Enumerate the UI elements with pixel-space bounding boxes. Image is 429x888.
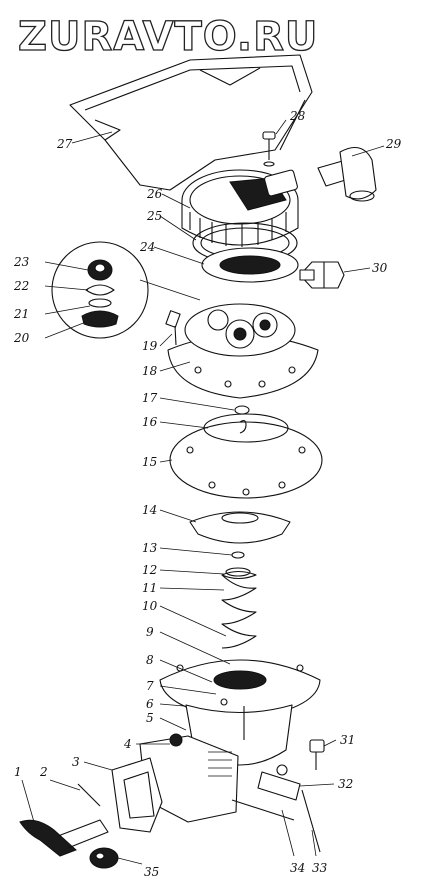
callout-30: 30 xyxy=(372,261,388,275)
callout-26: 26 xyxy=(146,187,163,201)
part-30-fitting xyxy=(299,261,345,289)
part-24-screen xyxy=(201,247,299,283)
leader-lines xyxy=(21,119,385,865)
callout-23: 23 xyxy=(13,255,30,269)
callout-35: 35 xyxy=(144,865,159,879)
callout-8: 8 xyxy=(146,653,154,667)
part-19-bolt xyxy=(165,310,181,346)
callout-31: 31 xyxy=(340,733,355,747)
part-35-bushing xyxy=(89,847,119,869)
callout-34: 34 xyxy=(290,861,305,875)
callout-19: 19 xyxy=(142,339,158,353)
callout-14: 14 xyxy=(142,503,157,517)
callout-28: 28 xyxy=(289,109,306,123)
part-13-washer xyxy=(231,551,245,559)
callout-33: 33 xyxy=(312,861,328,875)
part-15-16-diaphragm xyxy=(169,413,323,499)
callout-12: 12 xyxy=(142,563,157,577)
callout-21: 21 xyxy=(13,307,29,321)
callout-6: 6 xyxy=(146,697,154,711)
callout-1: 1 xyxy=(14,765,22,779)
callout-18: 18 xyxy=(142,364,158,378)
callout-labels: 27 28 29 26 25 24 30 23 22 21 20 19 18 1… xyxy=(13,109,402,879)
part-27-cover xyxy=(69,54,313,191)
callout-16: 16 xyxy=(142,415,158,429)
part-1-2-hand-lever xyxy=(19,783,109,857)
callout-11: 11 xyxy=(142,581,157,595)
callout-4: 4 xyxy=(123,737,132,751)
part-17-ring xyxy=(234,405,250,415)
part-29-angle-fitting xyxy=(317,146,377,202)
watermark: ZURAVTO.RU xyxy=(18,14,318,60)
part-28-screw xyxy=(262,131,276,167)
callout-13: 13 xyxy=(142,541,158,555)
callout-24: 24 xyxy=(139,240,155,254)
part-10-12-spring xyxy=(221,567,257,649)
part-31-34-pivot xyxy=(231,739,325,853)
callout-3: 3 xyxy=(72,755,80,769)
part-26-top-cover xyxy=(181,169,299,247)
part-20-23-valve-inset xyxy=(51,241,201,339)
callout-20: 20 xyxy=(13,331,30,345)
part-14-cup xyxy=(189,511,291,544)
callout-9: 9 xyxy=(146,625,154,639)
callout-7: 7 xyxy=(146,679,154,693)
callout-29: 29 xyxy=(385,137,402,151)
callout-2: 2 xyxy=(39,765,48,779)
callout-22: 22 xyxy=(13,279,29,293)
callout-17: 17 xyxy=(142,391,158,405)
part-3-4-lever-body xyxy=(111,733,239,833)
callout-10: 10 xyxy=(142,599,158,613)
callout-25: 25 xyxy=(146,209,162,223)
part-18-valve-body xyxy=(167,303,319,399)
callout-32: 32 xyxy=(338,777,353,791)
callout-15: 15 xyxy=(142,455,157,469)
callout-5: 5 xyxy=(146,711,154,725)
callout-27: 27 xyxy=(56,137,73,151)
